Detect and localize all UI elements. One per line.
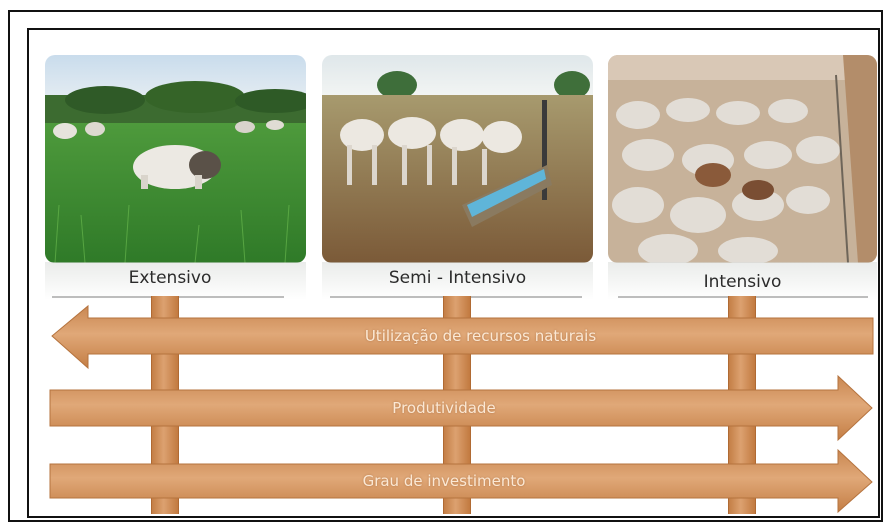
arrow-label-grau-investimento: Grau de investimento <box>362 472 526 490</box>
arrow-right-shape <box>49 374 873 442</box>
label-semi-intensivo: Semi - Intensivo <box>388 268 527 288</box>
label-intensivo: Intensivo <box>703 272 782 292</box>
label-extensivo: Extensivo <box>128 268 212 288</box>
outer-border <box>8 10 883 522</box>
photo-reflection <box>322 262 593 300</box>
photo-reflection <box>45 262 306 300</box>
arrow-label-produtividade: Produtividade <box>392 399 496 417</box>
arrow-label-recursos-naturais: Utilização de recursos naturais <box>364 327 597 345</box>
arrow-right-shape <box>49 448 873 514</box>
intensive-feedlot-cattle-photo <box>608 55 877 263</box>
photo-reflection <box>608 262 877 300</box>
inner-border <box>27 28 880 518</box>
semi-intensive-cattle-trough-photo <box>322 55 593 263</box>
arrow-left-shape <box>51 304 874 370</box>
extensive-grazing-cattle-photo <box>45 55 306 263</box>
